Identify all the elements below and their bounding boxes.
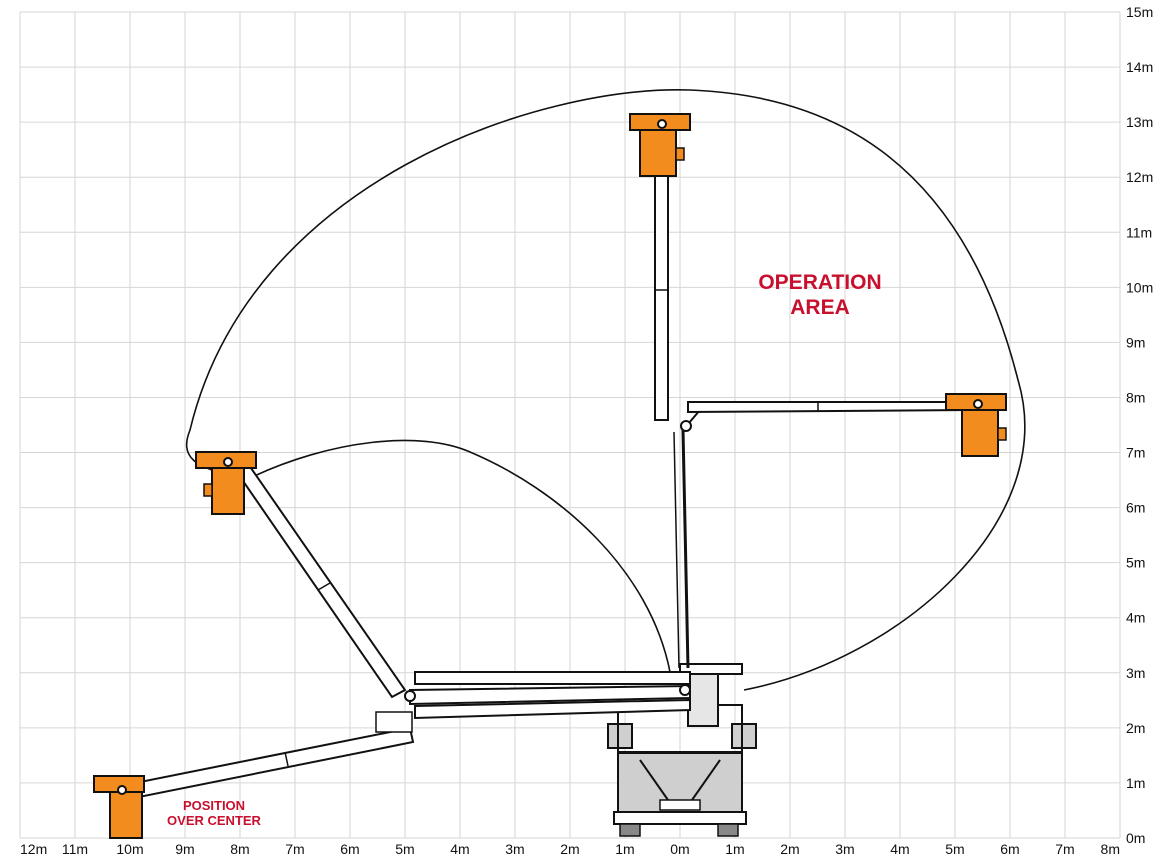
x-tick-label: 9m xyxy=(175,841,194,857)
y-tick-label: 6m xyxy=(1126,500,1145,516)
x-tick-label: 8m xyxy=(230,841,249,857)
y-tick-label: 14m xyxy=(1126,59,1153,75)
over-center-label-line1: POSITION xyxy=(183,798,245,813)
y-tick-label: 4m xyxy=(1126,610,1145,626)
joints xyxy=(117,119,983,795)
x-tick-label: 3m xyxy=(505,841,524,857)
x-tick-label: 10m xyxy=(116,841,143,857)
x-tick-label: 2m xyxy=(780,841,799,857)
x-tick-label: 4m xyxy=(890,841,909,857)
y-axis-ticks: 0m 1m 2m 3m 4m 5m 6m 7m 8m 9m 10m 11m 12m 13m 14m 15m xyxy=(1126,4,1153,846)
x-tick-label: 1m xyxy=(615,841,634,857)
boom-horizontal-right xyxy=(687,401,971,414)
x-tick-label: 8m xyxy=(1101,841,1120,857)
x-tick-label: 7m xyxy=(285,841,304,857)
y-tick-label: 9m xyxy=(1126,334,1145,350)
y-tick-label: 5m xyxy=(1126,555,1145,571)
y-tick-label: 0m xyxy=(1126,830,1145,846)
x-tick-label: 6m xyxy=(340,841,359,857)
x-tick-label: 4m xyxy=(450,841,469,857)
x-tick-label: 5m xyxy=(395,841,414,857)
x-tick-label: 6m xyxy=(1000,841,1019,857)
x-tick-label: 2m xyxy=(560,841,579,857)
y-tick-label: 2m xyxy=(1126,720,1145,736)
x-tick-label: 3m xyxy=(835,841,854,857)
x-tick-label: 12m xyxy=(20,841,47,857)
y-tick-label: 13m xyxy=(1126,114,1153,130)
y-tick-label: 11m xyxy=(1126,224,1152,240)
x-tick-label: 0m xyxy=(670,841,689,857)
y-tick-label: 1m xyxy=(1126,775,1145,791)
y-tick-label: 15m xyxy=(1126,4,1153,20)
platform-right xyxy=(945,393,1007,457)
x-tick-label: 7m xyxy=(1055,841,1074,857)
y-tick-label: 12m xyxy=(1126,169,1153,185)
boom-upper-left xyxy=(230,456,407,699)
boom-vertical xyxy=(654,159,701,669)
over-center-label-line2: OVER CENTER xyxy=(167,813,262,828)
boom-lower-sections xyxy=(118,671,691,802)
truck xyxy=(607,663,757,837)
y-tick-label: 7m xyxy=(1126,445,1145,461)
platform-over-center xyxy=(93,775,145,839)
operation-area-label-line1: OPERATION xyxy=(758,271,881,294)
x-tick-label: 5m xyxy=(945,841,964,857)
x-axis-ticks: 12m 11m 10m 9m 8m 7m 6m 5m 4m 3m 2m 1m 0m 1m 2m 3m 4m 5m 6… xyxy=(20,841,1120,857)
y-tick-label: 3m xyxy=(1126,665,1145,681)
y-tick-label: 10m xyxy=(1126,279,1153,295)
x-tick-label: 11m xyxy=(62,841,88,857)
operation-area-label-line2: AREA xyxy=(790,296,850,319)
y-tick-label: 8m xyxy=(1126,389,1145,405)
x-tick-label: 1m xyxy=(725,841,744,857)
operation-area-envelope xyxy=(185,89,1026,691)
